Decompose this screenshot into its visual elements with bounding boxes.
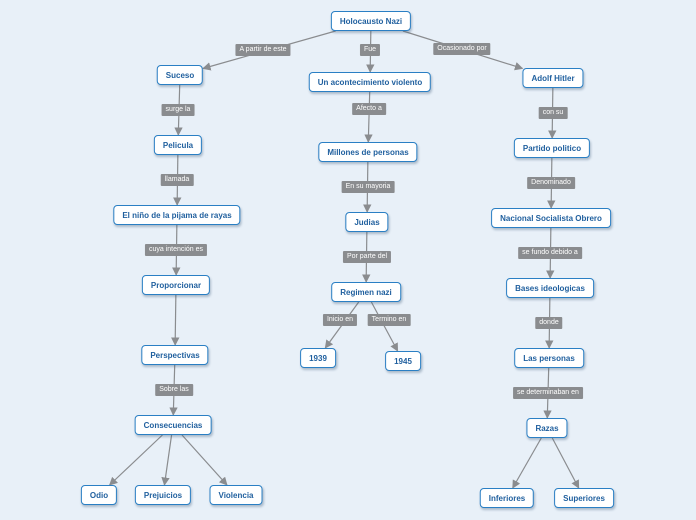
node-razas[interactable]: Razas	[526, 418, 568, 438]
edge-label-bases-to-personas: donde	[535, 317, 563, 329]
node-judias[interactable]: Judias	[345, 212, 389, 232]
edge-consecuencias-to-violencia	[181, 434, 228, 486]
node-partido[interactable]: Partido politico	[513, 138, 591, 158]
node-regimen[interactable]: Regimen nazi	[331, 282, 401, 302]
edge-label-perspectivas-to-consecuencias: Sobre las	[155, 384, 193, 396]
node-odio[interactable]: Odio	[80, 485, 118, 505]
edge-label-suceso-to-pelicula: surge la	[161, 104, 195, 116]
edge-label-regimen-to-y1945: Termino en	[367, 314, 411, 326]
node-holocausto[interactable]: Holocausto Nazi	[330, 11, 412, 31]
edge-label-pelicula-to-nino: llamada	[160, 174, 194, 186]
edge-proporcionar-to-perspectivas	[171, 294, 180, 346]
edge-consecuencias-to-prejuicios	[161, 434, 173, 486]
node-violencia[interactable]: Violencia	[209, 485, 263, 505]
edge-acontecimiento-to-millones	[364, 91, 373, 143]
edge-label-millones-to-judias: En su mayoria	[341, 181, 395, 193]
node-perspectivas[interactable]: Perspectivas	[141, 345, 209, 365]
edge-label-personas-to-razas: se determinaban en	[513, 387, 583, 399]
node-millones[interactable]: Millones de personas	[318, 142, 418, 162]
edge-label-holocausto-to-acontecimiento: Fue	[359, 44, 381, 56]
node-pelicula[interactable]: Pelicula	[153, 135, 203, 155]
node-nino[interactable]: El niño de la pijama de rayas	[113, 205, 241, 225]
node-superiores[interactable]: Superiores	[554, 488, 614, 508]
edge-label-regimen-to-y1939: Inicio en	[322, 314, 358, 326]
node-consecuencias[interactable]: Consecuencias	[134, 415, 212, 435]
edge-label-nacional-to-bases: se fundo debido a	[518, 247, 582, 259]
edge-regimen-to-y1945	[370, 301, 399, 352]
edge-label-holocausto-to-hitler: Ocasionado por	[433, 43, 491, 55]
edge-label-partido-to-nacional: Denominado	[527, 177, 575, 189]
edge-consecuencias-to-odio	[108, 434, 163, 486]
node-y1939[interactable]: 1939	[300, 348, 336, 368]
edge-label-acontecimiento-to-millones: Afecto a	[352, 103, 386, 115]
node-prejuicios[interactable]: Prejuicios	[134, 485, 192, 505]
edge-label-judias-to-regimen: Por parte del	[342, 251, 392, 263]
edge-label-holocausto-to-suceso: A partir de este	[235, 44, 291, 56]
node-y1945[interactable]: 1945	[385, 351, 421, 371]
node-nacional[interactable]: Nacional Socialista Obrero	[491, 208, 611, 228]
node-hitler[interactable]: Adolf Hitler	[522, 68, 584, 88]
node-personas[interactable]: Las personas	[514, 348, 584, 368]
edge-razas-to-inferiores	[512, 437, 542, 489]
edge-label-hitler-to-partido: con su	[538, 107, 568, 119]
node-acontecimiento[interactable]: Un acontecimiento violento	[308, 72, 432, 92]
node-inferiores[interactable]: Inferiores	[479, 488, 535, 508]
edge-label-nino-to-proporcionar: cuya intención es	[144, 244, 208, 256]
edge-razas-to-superiores	[551, 437, 580, 489]
node-proporcionar[interactable]: Proporcionar	[141, 275, 211, 295]
node-bases[interactable]: Bases ideologicas	[506, 278, 594, 298]
node-suceso[interactable]: Suceso	[156, 65, 204, 85]
